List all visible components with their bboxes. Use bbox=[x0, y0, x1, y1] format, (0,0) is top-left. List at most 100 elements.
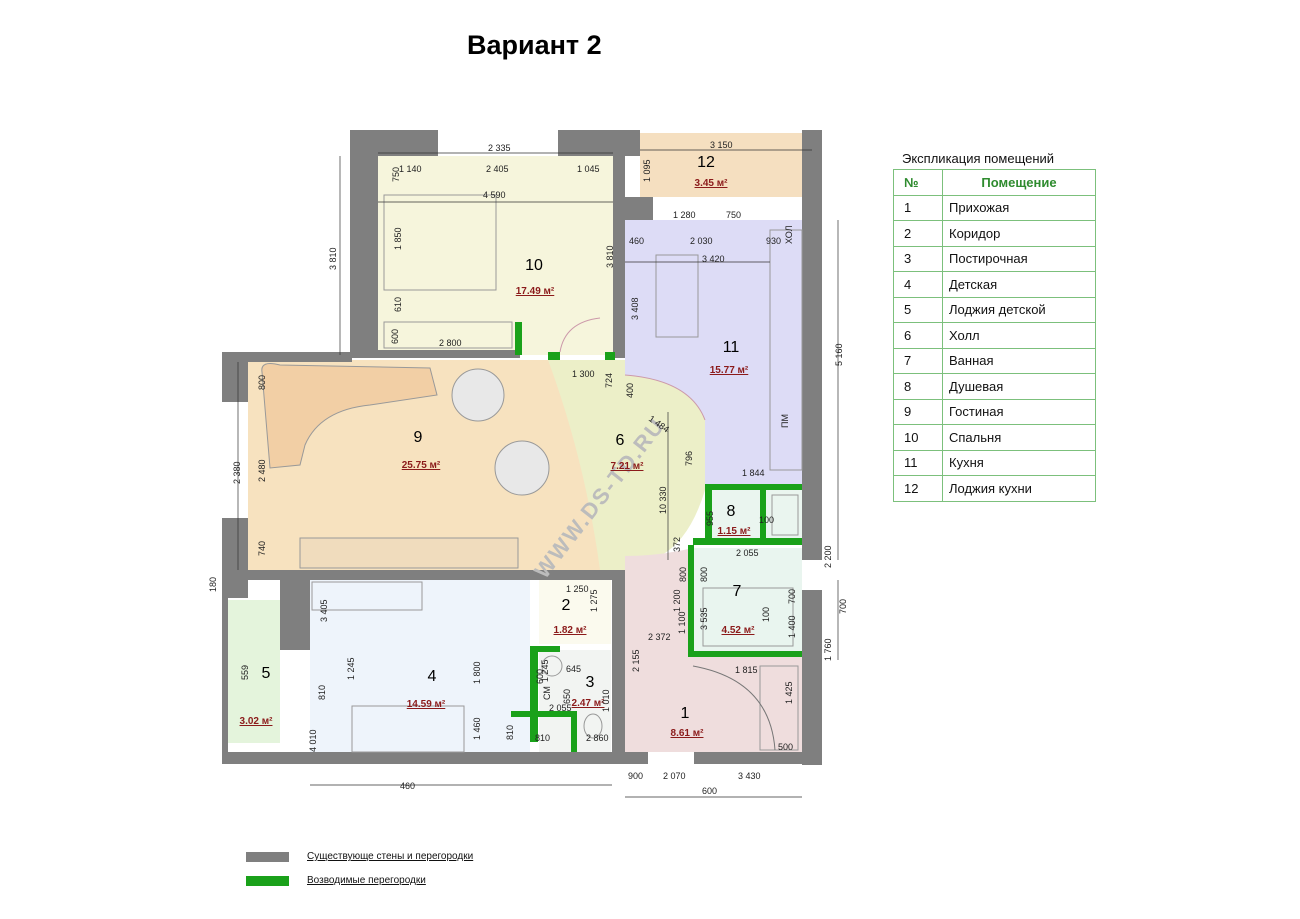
dim-text: 3 810 bbox=[328, 247, 338, 270]
armchair-2 bbox=[494, 440, 550, 496]
dim-text: 2 372 bbox=[648, 632, 671, 642]
wardrobe bbox=[383, 321, 513, 349]
dim-text: 600 bbox=[702, 786, 717, 796]
washer-label: СМ bbox=[542, 686, 552, 700]
dishwasher-label: ПМ bbox=[780, 414, 790, 428]
room-fill-5 bbox=[228, 600, 280, 743]
wall-living-left bbox=[222, 352, 248, 402]
new-wall-b bbox=[548, 352, 560, 360]
dim-text: 750 bbox=[391, 167, 401, 182]
room-area: 7.21 м² bbox=[611, 461, 645, 472]
room-area: 17.49 м² bbox=[516, 286, 555, 297]
dim-text: 2 070 bbox=[663, 771, 686, 781]
room-number: 7 bbox=[733, 583, 742, 600]
dim-text: 2 380 bbox=[232, 461, 242, 484]
room-numbers: 10 12 11 9 6 8 7 2 3 4 5 1 bbox=[262, 154, 742, 722]
dim-text: 1 245 bbox=[346, 657, 356, 680]
dim-text: 2 800 bbox=[439, 338, 462, 348]
dim-text: 2 335 bbox=[488, 143, 511, 153]
entry-wardrobe bbox=[759, 665, 799, 751]
dim-text: 2 155 bbox=[631, 649, 641, 672]
dim-text: 2 860 bbox=[586, 733, 609, 743]
shower-sink bbox=[771, 494, 799, 536]
dim-text: 796 bbox=[684, 451, 694, 466]
tv-unit bbox=[299, 537, 519, 569]
room-number: 1 bbox=[681, 705, 690, 722]
dim-text: 810 bbox=[505, 725, 515, 740]
legend-key-existing-walls bbox=[246, 852, 289, 862]
dim-text: 372 bbox=[672, 537, 682, 552]
row-name: Лоджия кухни bbox=[942, 475, 1096, 502]
new-wall-j bbox=[530, 646, 538, 742]
dim-text: 1 815 bbox=[735, 665, 758, 675]
dim-text: 1 760 bbox=[823, 638, 833, 661]
dim-text: 610 bbox=[393, 297, 403, 312]
armchair-1 bbox=[451, 368, 505, 422]
dim-text: 1 800 bbox=[472, 661, 482, 684]
dim-text: 3 810 bbox=[605, 245, 615, 268]
row-number: 9 bbox=[893, 398, 943, 425]
wall-bottom-right bbox=[694, 752, 822, 764]
room-fill-6 bbox=[548, 360, 705, 570]
row-number: 6 bbox=[893, 322, 943, 349]
page-title: Вариант 2 bbox=[467, 30, 602, 60]
dim-text: 1 095 bbox=[642, 159, 652, 182]
dim-text: 3 405 bbox=[319, 599, 329, 622]
new-wall-f bbox=[760, 490, 766, 542]
dim-text: 800 bbox=[699, 567, 709, 582]
dim-text: 460 bbox=[400, 781, 415, 791]
row-name: Ванная bbox=[942, 347, 1096, 374]
dim-text: 740 bbox=[257, 541, 267, 556]
wall-child-left bbox=[280, 580, 310, 650]
dim-text: 810 bbox=[535, 733, 550, 743]
dim-text: 500 bbox=[778, 742, 793, 752]
row-number: 8 bbox=[893, 373, 943, 400]
dim-text: 800 bbox=[257, 375, 267, 390]
row-number: 2 bbox=[893, 220, 943, 247]
room-fills bbox=[228, 133, 812, 752]
room-area: 1.82 м² bbox=[554, 625, 588, 636]
row-name: Прихожая bbox=[942, 194, 1096, 221]
room-number: 12 bbox=[697, 154, 715, 171]
wall-right-lower bbox=[802, 590, 822, 765]
dim-text: 700 bbox=[838, 599, 848, 614]
dim-text: 2 055 bbox=[736, 548, 759, 558]
row-name: Спальня bbox=[942, 424, 1096, 451]
dim-text: 1 280 bbox=[673, 210, 696, 220]
existing-walls bbox=[222, 130, 822, 765]
legend-label-existing-walls: Существующе стены и перегородки bbox=[307, 851, 474, 862]
new-wall-d bbox=[705, 484, 802, 490]
dim-text: 650 bbox=[562, 689, 572, 704]
row-name: Гостиная bbox=[942, 398, 1096, 425]
dim-text: 3 150 bbox=[710, 140, 733, 150]
bathtub bbox=[702, 587, 794, 647]
dim-text: 3 420 bbox=[702, 254, 725, 264]
wall-living-bottom bbox=[222, 570, 625, 580]
row-number: 1 bbox=[893, 194, 943, 221]
room-fill-7 bbox=[693, 548, 802, 654]
room-area: 2.47 м² bbox=[572, 698, 606, 709]
sofa bbox=[261, 363, 438, 469]
new-wall-m bbox=[571, 711, 577, 752]
dim-text: 1 200 bbox=[672, 589, 682, 612]
row-number: 12 bbox=[893, 475, 943, 502]
row-number: 11 bbox=[893, 449, 943, 476]
dim-text: 1 844 bbox=[742, 468, 765, 478]
room-number: 5 bbox=[262, 665, 271, 682]
room-number: 9 bbox=[414, 429, 423, 446]
new-wall-h bbox=[688, 545, 694, 655]
room-fill-2 bbox=[539, 580, 611, 644]
room-areas: 17.49 м² 3.45 м² 15.77 м² 25.75 м² 7.21 … bbox=[240, 178, 756, 739]
bed bbox=[383, 194, 497, 291]
dim-text: 1 245 bbox=[540, 659, 550, 682]
dim-text: 1 250 bbox=[566, 584, 589, 594]
row-name: Холл bbox=[942, 322, 1096, 349]
dim-text: 4 010 bbox=[308, 729, 318, 752]
row-name: Постирочная bbox=[942, 245, 1096, 272]
room-number: 8 bbox=[727, 503, 736, 520]
